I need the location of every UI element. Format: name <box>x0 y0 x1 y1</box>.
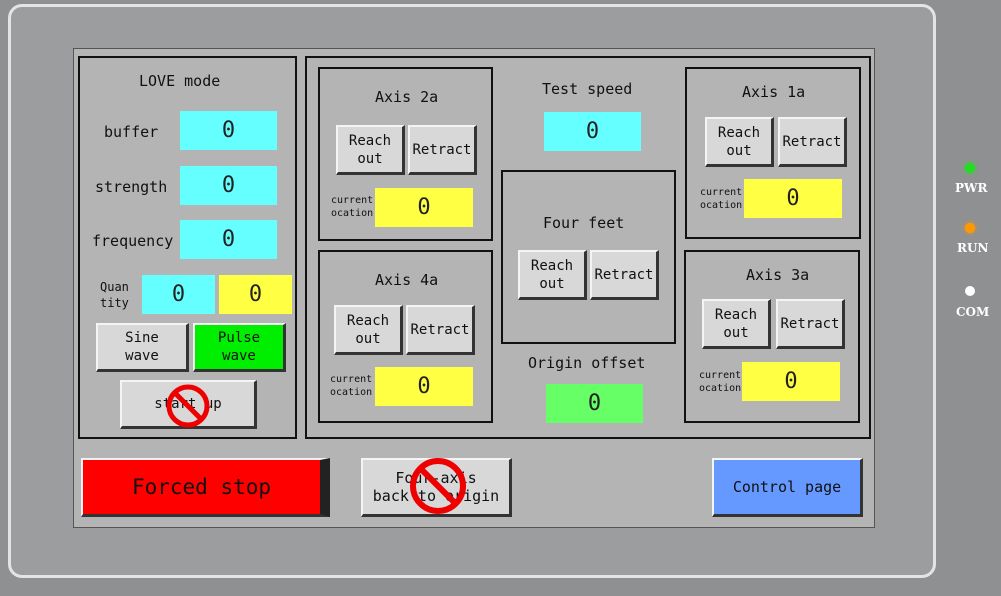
axis-4a-retract-button[interactable]: Retract <box>406 305 475 355</box>
test-speed-label: Test speed <box>542 80 633 98</box>
origin-offset-value[interactable]: 0 <box>546 384 643 423</box>
axis-1a-location-value: 0 <box>744 179 842 218</box>
strength-label: strength <box>95 178 168 196</box>
quantity-value-1[interactable]: 0 <box>142 275 215 314</box>
axis-2a-retract-button[interactable]: Retract <box>408 125 477 175</box>
axis-1a-retract-button[interactable]: Retract <box>778 117 847 167</box>
axis-3a-retract-button[interactable]: Retract <box>776 299 845 349</box>
four-feet-group: Four feet Reach out Retract <box>501 170 676 344</box>
pulse-wave-button[interactable]: Pulse wave <box>193 323 286 372</box>
control-page-button[interactable]: Control page <box>712 458 863 517</box>
love-mode-title: LOVE mode <box>139 72 221 90</box>
axis-2a-location-value: 0 <box>375 188 473 227</box>
run-label: RUN <box>957 241 989 255</box>
axis-1a-title: Axis 1a <box>742 83 806 101</box>
quantity-value-2[interactable]: 0 <box>219 275 292 314</box>
axis-2a-reach-out-button[interactable]: Reach out <box>336 125 405 175</box>
sine-wave-button[interactable]: Sine wave <box>96 323 189 372</box>
axis-3a-reach-out-button[interactable]: Reach out <box>702 299 771 349</box>
axis-4a-location-value: 0 <box>375 367 473 406</box>
four-feet-title: Four feet <box>543 214 625 232</box>
buffer-value[interactable]: 0 <box>180 111 277 150</box>
run-led <box>965 223 975 233</box>
axis-2a-title: Axis 2a <box>375 88 439 106</box>
origin-offset-label: Origin offset <box>528 354 646 372</box>
quantity-label: Quan tity <box>100 280 129 310</box>
four-feet-reach-out-button[interactable]: Reach out <box>518 250 587 300</box>
startup-button[interactable]: start up <box>120 380 257 429</box>
axis-3a-location-label: current ocation <box>699 370 742 394</box>
test-speed-value[interactable]: 0 <box>544 112 641 151</box>
com-led <box>965 286 975 296</box>
strength-value[interactable]: 0 <box>180 166 277 205</box>
com-label: COM <box>956 305 990 319</box>
axis-2a-group: Axis 2a Reach out Retract current ocatio… <box>318 67 493 241</box>
pwr-led <box>965 163 975 173</box>
axis-4a-location-label: current ocation <box>330 374 373 398</box>
axis-4a-title: Axis 4a <box>375 271 439 289</box>
axis-1a-group: Axis 1a Reach out Retract current ocatio… <box>685 67 861 239</box>
buffer-label: buffer <box>104 123 159 141</box>
four-feet-retract-button[interactable]: Retract <box>590 250 659 300</box>
axis-control-panel: Axis 2a Reach out Retract current ocatio… <box>305 56 871 439</box>
back-to-origin-button[interactable]: Four-axis back to origin <box>361 458 512 517</box>
frequency-label: frequency <box>92 232 174 250</box>
frequency-value[interactable]: 0 <box>180 220 277 259</box>
axis-1a-location-label: current ocation <box>700 187 743 211</box>
axis-3a-location-value: 0 <box>742 362 840 401</box>
axis-4a-group: Axis 4a Reach out Retract current ocatio… <box>318 250 493 423</box>
love-mode-panel: LOVE mode buffer 0 strength 0 frequency … <box>78 56 297 439</box>
axis-4a-reach-out-button[interactable]: Reach out <box>334 305 403 355</box>
hmi-screen: LOVE mode buffer 0 strength 0 frequency … <box>73 48 875 528</box>
axis-1a-reach-out-button[interactable]: Reach out <box>705 117 774 167</box>
forced-stop-button[interactable]: Forced stop <box>81 458 330 517</box>
axis-3a-title: Axis 3a <box>746 266 810 284</box>
axis-2a-location-label: current ocation <box>331 195 374 219</box>
pwr-label: PWR <box>955 181 988 195</box>
axis-3a-group: Axis 3a Reach out Retract current ocatio… <box>684 250 860 423</box>
